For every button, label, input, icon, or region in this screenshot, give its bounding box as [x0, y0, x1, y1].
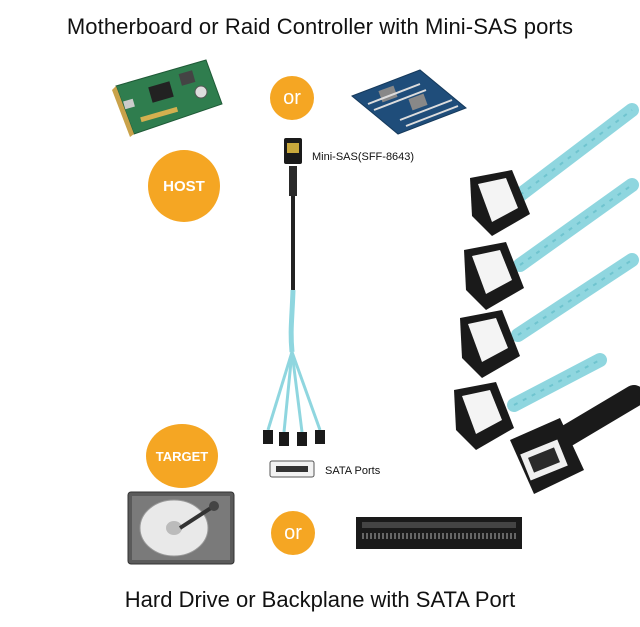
bottom-title: Hard Drive or Backplane with SATA Port [124, 587, 516, 612]
splitter-cable [263, 196, 325, 446]
or-badge-bottom: or [271, 511, 315, 555]
hard-drive-icon [127, 491, 235, 565]
angled-sata-cables [454, 103, 640, 494]
mini-sas-connector-icon [284, 138, 302, 196]
sata-port-icon [269, 460, 315, 478]
top-title: Motherboard or Raid Controller with Mini… [66, 14, 574, 39]
sata-backplane-icon [356, 517, 522, 549]
server-motherboard-icon [351, 69, 467, 135]
target-badge: TARGET [146, 424, 218, 488]
or-badge-top: or [270, 76, 314, 120]
host-badge: HOST [148, 150, 220, 222]
mini-sas-label: Mini-SAS(SFF-8643) [312, 151, 415, 163]
sata-ports-label: SATA Ports [325, 465, 381, 477]
raid-controller-card-icon [112, 59, 223, 137]
